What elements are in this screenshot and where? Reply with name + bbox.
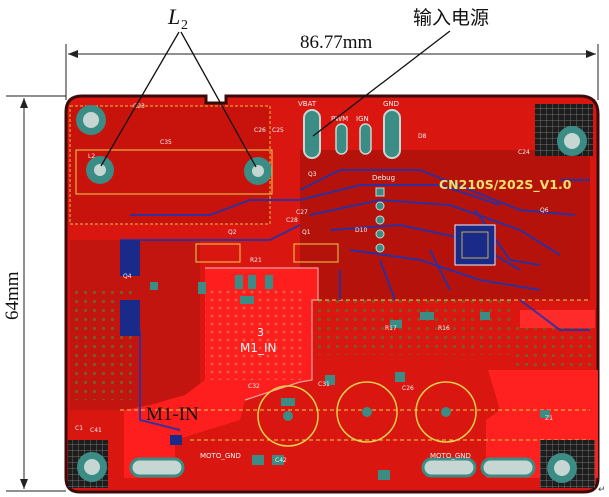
- moto-gnd-slot-center: [421, 457, 477, 478]
- height-dimension-label: 64mm: [2, 271, 23, 320]
- moto-gnd-label-left: MOTO_GND: [200, 452, 241, 460]
- component-refdes: C23 C35 L2 C26 C25 D8 C24 Q1 Q2 Q3 Q4 R2…: [75, 103, 553, 464]
- refdes-l2: L2: [88, 153, 95, 160]
- refdes-r21: R21: [250, 257, 262, 264]
- pwm-pad-label: PWM: [331, 115, 348, 123]
- mounting-hole-top-right: [557, 126, 587, 156]
- height-dimension: 64mm: [2, 95, 66, 492]
- refdes-z1: Z1: [545, 415, 553, 422]
- width-dimension-label: 86.77mm: [300, 32, 373, 53]
- capacitor-3: [415, 381, 477, 443]
- refdes-d10: D10: [355, 227, 367, 234]
- m1-in-label: M1-IN: [146, 404, 199, 425]
- board-title: CN210S/202S_V1.0: [439, 177, 572, 193]
- mounting-hole-bottom-left: [77, 452, 107, 482]
- signal-traces: [120, 169, 590, 431]
- capacitor-2: [336, 381, 398, 443]
- refdes-c42: C42: [275, 457, 287, 464]
- pwm-slot-pad: [335, 123, 348, 155]
- refdes-r16: R16: [438, 325, 450, 332]
- mounting-hole-bottom-right: [547, 453, 577, 483]
- refdes-c26: C26: [254, 127, 266, 134]
- inductor-subscript: 2: [181, 18, 188, 33]
- pcb-board: CN210S/202S_V1.0 VBAT GND PWM IGN Debug …: [64, 94, 600, 494]
- refdes-c28: C28: [286, 217, 298, 224]
- power-input-callout: 输入电源: [312, 7, 489, 137]
- vbat-pad-label: VBAT: [298, 100, 317, 108]
- m1-in-pad-label: M1_IN: [240, 341, 277, 355]
- capacitor-1: [257, 385, 319, 447]
- moto-gnd-label-right: MOTO_GND: [430, 452, 471, 460]
- smd-pads: [120, 240, 550, 480]
- refdes-c1: C1: [75, 425, 83, 432]
- refdes-c31: C31: [318, 381, 330, 388]
- pad-3-label: 3: [257, 326, 264, 339]
- refdes-q4: Q4: [123, 273, 132, 280]
- inductor-callout: L 2: [100, 4, 257, 168]
- refdes-c27: C27: [296, 209, 308, 216]
- refdes-c35: C35: [160, 139, 172, 146]
- ign-pad-label: IGN: [356, 115, 369, 123]
- gnd-pad-label: GND: [383, 100, 399, 108]
- mcu-chip: [454, 224, 496, 266]
- gnd-slot-pad: [383, 109, 401, 159]
- refdes-r17: R17: [385, 325, 397, 332]
- width-dimension: 86.77mm: [65, 32, 599, 100]
- refdes-c41: C41: [90, 427, 102, 434]
- corner-mark: ↵: [598, 485, 606, 495]
- refdes-q3: Q3: [308, 171, 317, 178]
- moto-gnd-slot-right: [480, 457, 536, 478]
- mounting-hole-top-left: [76, 105, 106, 135]
- vbat-slot-pad: [303, 109, 321, 159]
- refdes-d8: D8: [418, 133, 427, 140]
- refdes-c26b: C26: [402, 385, 414, 392]
- moto-gnd-slot-left: [129, 457, 185, 478]
- refdes-c24: C24: [518, 149, 530, 156]
- debug-header: [375, 187, 385, 253]
- ign-slot-pad: [359, 123, 372, 155]
- inductor-pad-left: [86, 156, 114, 184]
- debug-label: Debug: [372, 174, 395, 182]
- refdes-c25: C25: [272, 127, 284, 134]
- inductor-pad-right: [244, 157, 272, 185]
- refdes-c23: C23: [133, 103, 145, 110]
- refdes-q1: Q1: [302, 229, 311, 236]
- power-input-label: 输入电源: [413, 7, 489, 29]
- inductor-label: L: [167, 4, 180, 29]
- refdes-c32: C32: [248, 383, 260, 390]
- refdes-q2: Q2: [228, 229, 237, 236]
- refdes-q6: Q6: [540, 207, 549, 214]
